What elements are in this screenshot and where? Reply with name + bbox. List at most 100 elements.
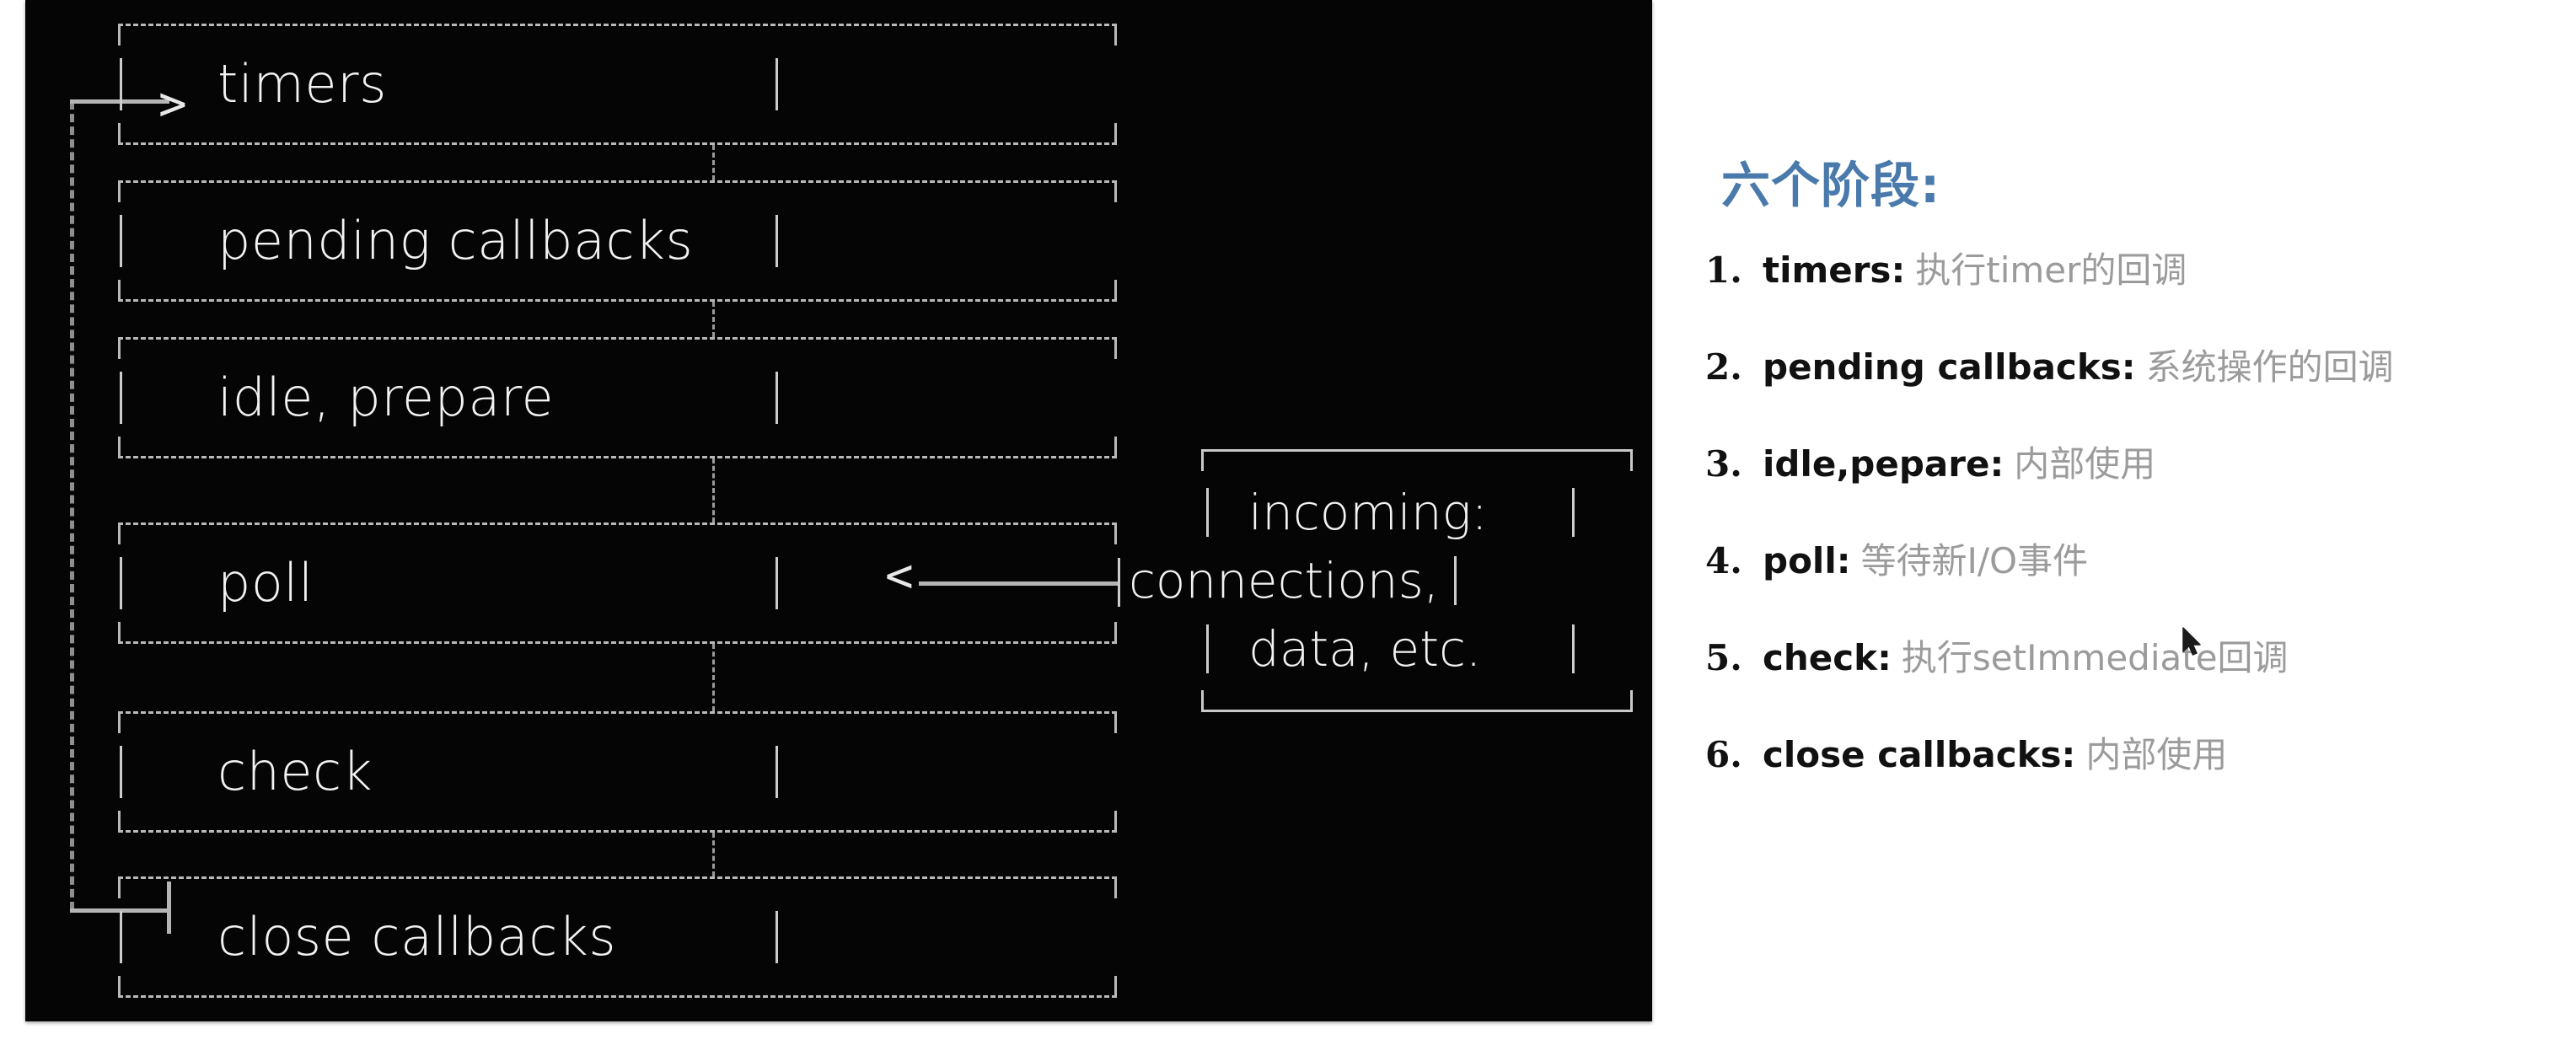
incoming-box-line: data, etc. [1201, 615, 1633, 683]
event-loop-diagram-panel: > timers [25, 0, 1652, 1021]
phase-box-close-callbacks: close callbacks [118, 876, 1117, 998]
box-corner-bl [118, 811, 121, 833]
box-pipe-left [120, 557, 122, 609]
box-corner-bl [118, 280, 121, 302]
box-pipe-right [1454, 555, 1457, 605]
box-pipe-right [775, 215, 778, 267]
poll-arrow-line [919, 581, 1119, 586]
phase-label-pending-callbacks: pending callbacks [217, 210, 694, 271]
box-corner-tl [1201, 449, 1204, 471]
phase-connector-5 [712, 833, 715, 876]
poll-arrow-tailcap [1118, 558, 1120, 607]
phase-label-close-callbacks: close callbacks [217, 906, 617, 967]
phase-box-stack: timers pending callbacks [118, 0, 1121, 1021]
box-corner-br [1114, 437, 1117, 458]
list-item-description: 内部使用 [2014, 443, 2156, 485]
list-item-separator: : [1891, 249, 1906, 291]
list-item-number: 4. [1705, 540, 1742, 581]
box-corner-tr [1114, 522, 1117, 544]
box-border-bottom [118, 299, 1117, 302]
box-corner-tr [1114, 711, 1117, 733]
phase-connector-3 [712, 458, 715, 522]
loop-arrowhead-icon: > [158, 77, 187, 131]
notes-panel: 六个阶段: 1. timers : 执行timer的回调 2. pending … [1673, 0, 2576, 1045]
box-pipe-right [1572, 624, 1575, 674]
list-item-description: 内部使用 [2085, 734, 2228, 775]
poll-arrowhead-icon: < [885, 549, 914, 603]
box-corner-tr [1114, 876, 1117, 898]
box-border-bottom [118, 142, 1117, 145]
incoming-text-2: connections, [1129, 551, 1440, 609]
incoming-connections-box: incoming: connections, data, etc. [1129, 449, 1633, 712]
box-border-top [118, 522, 1117, 525]
phase-label-check: check [217, 741, 373, 802]
list-item-description: 系统操作的回调 [2145, 346, 2394, 388]
box-border-top [118, 24, 1117, 26]
phase-box-idle-prepare: idle, prepare [118, 337, 1117, 458]
box-border-bottom [118, 641, 1117, 644]
list-item-separator: : [2061, 734, 2076, 775]
box-corner-tr [1114, 337, 1117, 359]
list-item-term: idle,pepare [1763, 443, 1990, 485]
box-corner-bl [1201, 690, 1204, 712]
box-border-top [1201, 449, 1633, 452]
list-item-term: poll [1763, 540, 1837, 581]
box-corner-tl [118, 337, 121, 359]
list-item-description: 执行timer的回调 [1915, 249, 2187, 291]
box-corner-tr [1114, 24, 1117, 46]
box-pipe-right [775, 746, 778, 798]
list-item-term: check [1763, 637, 1878, 678]
box-pipe-right [775, 372, 778, 424]
list-item-separator: : [1989, 443, 2004, 485]
box-pipe-left [120, 215, 122, 267]
box-pipe-left [120, 911, 122, 963]
box-border-top [118, 876, 1117, 879]
box-pipe-left [120, 746, 122, 798]
box-corner-br [1114, 976, 1117, 998]
box-pipe-right [1572, 487, 1575, 537]
list-item-number: 5. [1705, 637, 1742, 678]
box-corner-tr [1114, 180, 1117, 202]
box-corner-tl [118, 522, 121, 544]
list-item-term: close callbacks [1763, 734, 2062, 775]
box-corner-br [1630, 690, 1633, 712]
loop-back-bottom-arm [70, 908, 169, 913]
box-corner-br [1114, 622, 1117, 644]
box-border-bottom [118, 995, 1117, 998]
phase-label-timers: timers [217, 53, 387, 115]
list-item: 5. check : 执行setImmediate回调 [1690, 640, 2567, 708]
phase-label-idle-prepare: idle, prepare [217, 367, 555, 428]
box-corner-bl [118, 976, 121, 998]
list-item: 6. close callbacks : 内部使用 [1690, 737, 2567, 805]
box-corner-tl [118, 180, 121, 202]
phase-label-poll: poll [217, 552, 314, 614]
box-corner-br [1114, 811, 1117, 833]
list-item-separator: : [2121, 346, 2136, 388]
box-border-bottom [1201, 710, 1633, 712]
box-pipe-left [120, 372, 122, 424]
list-item-number: 2. [1705, 346, 1742, 388]
box-corner-bl [118, 123, 121, 145]
notes-title: 六个阶段: [1721, 156, 1941, 214]
box-corner-tl [118, 876, 121, 898]
box-pipe-left [1206, 487, 1209, 537]
phase-box-poll: poll [118, 522, 1117, 644]
incoming-box-line: incoming: [1201, 478, 1633, 546]
list-item: 4. poll : 等待新I/O事件 [1690, 544, 2567, 611]
list-item-term: timers [1763, 249, 1892, 291]
phase-notes-list: 1. timers : 执行timer的回调 2. pending callba… [1690, 253, 2567, 834]
box-border-top [118, 337, 1117, 340]
loop-back-rail [70, 101, 74, 910]
box-border-top [118, 711, 1117, 714]
incoming-text-1: incoming: [1248, 483, 1488, 541]
phase-connector-4 [712, 644, 715, 711]
box-corner-bl [118, 437, 121, 458]
incoming-box-lines: incoming: connections, data, etc. [1129, 478, 1633, 683]
list-item-term: pending callbacks [1763, 346, 2122, 388]
phase-box-check: check [118, 711, 1117, 833]
box-pipe-right [775, 58, 778, 110]
box-corner-tl [118, 711, 121, 733]
phase-connector-1 [712, 145, 715, 180]
incoming-box-line: connections, [1129, 546, 1633, 614]
